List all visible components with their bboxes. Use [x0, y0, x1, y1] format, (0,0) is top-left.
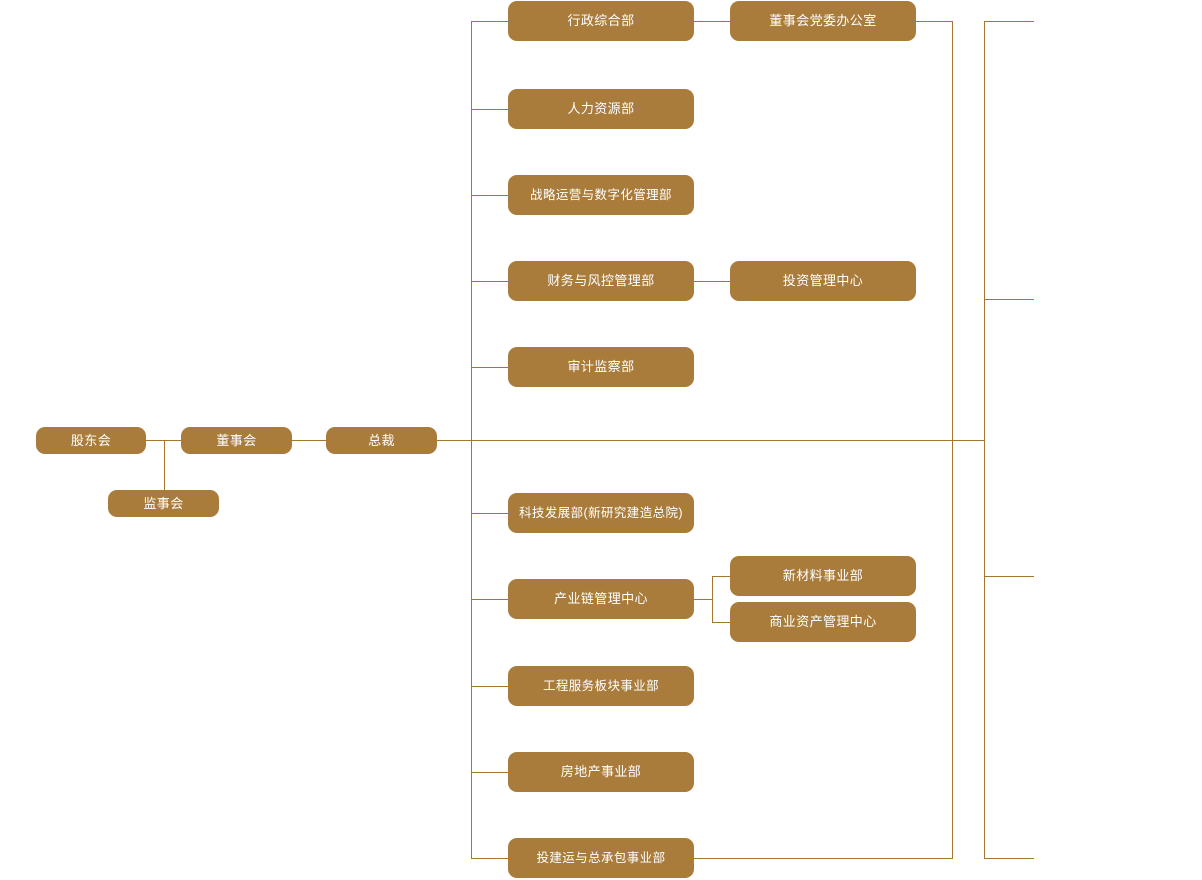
- connector-finance-risk-investment-center: [694, 281, 730, 282]
- connector-trunk-real-estate: [471, 772, 508, 773]
- node-tech-development-label: 科技发展部(新研究建造总院): [519, 505, 683, 520]
- node-finance-risk-label: 财务与风控管理部: [547, 273, 655, 289]
- connector-trunk-invest-build-gc: [471, 858, 508, 859]
- outer-bus-stub-bottom: [984, 858, 1034, 859]
- node-board-label: 董事会: [216, 432, 257, 448]
- connector-trunk-human-resources: [471, 109, 508, 110]
- connector-admin-general-party-office: [694, 21, 730, 22]
- connector-party-office-inner-bus: [916, 21, 952, 22]
- node-president-label: 总裁: [368, 432, 395, 448]
- connector-trunk-strategy-digital: [471, 195, 508, 196]
- node-investment-center[interactable]: 投资管理中心: [730, 261, 916, 301]
- connector-invest-build-gc-inner-bus: [694, 858, 952, 859]
- connector-trunk-industry-chain: [471, 599, 508, 600]
- node-finance-risk[interactable]: 财务与风控管理部: [508, 261, 694, 301]
- node-industry-chain-label: 产业链管理中心: [554, 591, 648, 607]
- connector-supervisors-drop: [164, 440, 165, 490]
- connector-industry-chain-new-materials: [712, 576, 730, 577]
- outer-bus-stub-upper-mid: [984, 299, 1034, 300]
- node-admin-general[interactable]: 行政综合部: [508, 1, 694, 41]
- node-commercial-assets-label: 商业资产管理中心: [769, 614, 877, 630]
- node-supervisors[interactable]: 监事会: [108, 490, 219, 517]
- node-audit-supervision[interactable]: 审计监察部: [508, 347, 694, 387]
- node-strategy-digital-label: 战略运营与数字化管理部: [530, 187, 672, 202]
- node-president[interactable]: 总裁: [326, 427, 437, 454]
- outer-bus-vertical: [984, 21, 985, 859]
- node-human-resources[interactable]: 人力资源部: [508, 89, 694, 129]
- trunk-vertical-main: [471, 21, 472, 859]
- connector-board-president: [292, 440, 326, 441]
- node-industry-chain[interactable]: 产业链管理中心: [508, 579, 694, 619]
- node-board-party-office[interactable]: 董事会党委办公室: [730, 1, 916, 41]
- node-supervisors-label: 监事会: [143, 495, 184, 511]
- node-human-resources-label: 人力资源部: [567, 101, 635, 117]
- inner-bus-vertical: [952, 21, 953, 859]
- node-invest-build-gc[interactable]: 投建运与总承包事业部: [508, 838, 694, 878]
- node-real-estate[interactable]: 房地产事业部: [508, 752, 694, 792]
- node-board[interactable]: 董事会: [181, 427, 292, 454]
- connector-trunk-audit-supervision: [471, 367, 508, 368]
- node-audit-supervision-label: 审计监察部: [567, 359, 635, 375]
- node-commercial-assets[interactable]: 商业资产管理中心: [730, 602, 916, 642]
- connector-trunk-tech-development: [471, 513, 508, 514]
- connector-shareholders-board: [146, 440, 181, 441]
- node-new-materials[interactable]: 新材料事业部: [730, 556, 916, 596]
- connector-industry-chain-branch-vertical: [712, 576, 713, 622]
- node-real-estate-label: 房地产事业部: [560, 764, 642, 780]
- node-shareholders-label: 股东会: [70, 432, 112, 448]
- node-board-party-office-label: 董事会党委办公室: [769, 13, 877, 29]
- connector-trunk-admin-general: [471, 21, 508, 22]
- outer-bus-stub-lower-mid: [984, 576, 1034, 577]
- connector-trunk-engineering-services: [471, 686, 508, 687]
- node-strategy-digital[interactable]: 战略运营与数字化管理部: [508, 175, 694, 215]
- node-engineering-services[interactable]: 工程服务板块事业部: [508, 666, 694, 706]
- node-tech-development[interactable]: 科技发展部(新研究建造总院): [508, 493, 694, 533]
- node-admin-general-label: 行政综合部: [567, 13, 635, 29]
- node-investment-center-label: 投资管理中心: [782, 273, 864, 289]
- connector-industry-chain-commercial-assets: [712, 622, 730, 623]
- outer-bus-stub-top: [984, 21, 1034, 22]
- node-new-materials-label: 新材料事业部: [782, 568, 864, 584]
- connector-industry-chain-stem: [694, 599, 712, 600]
- connector-president-trunk: [437, 440, 984, 441]
- node-shareholders[interactable]: 股东会: [36, 427, 146, 454]
- node-engineering-services-label: 工程服务板块事业部: [542, 678, 660, 693]
- node-invest-build-gc-label: 投建运与总承包事业部: [536, 850, 666, 865]
- connector-trunk-finance-risk: [471, 281, 508, 282]
